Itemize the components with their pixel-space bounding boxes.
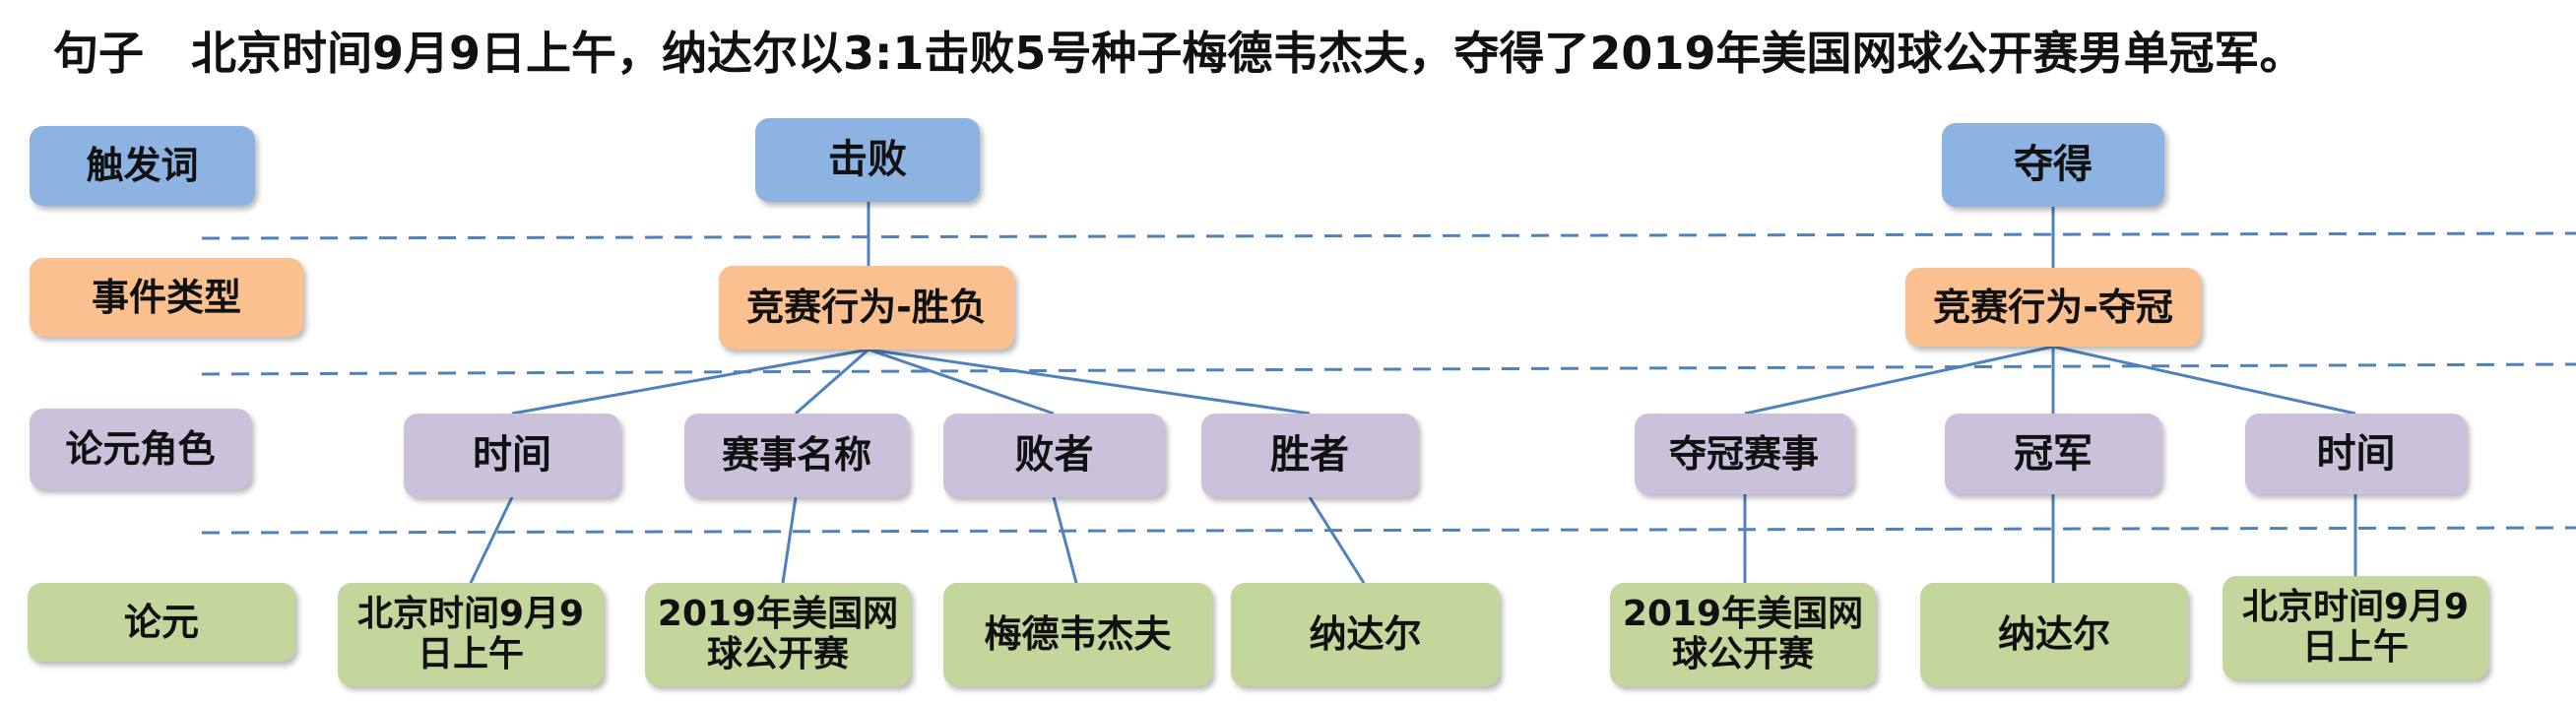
edge-type1-role-winner [868, 348, 1311, 416]
edge-role-winner-arg [1308, 496, 1366, 584]
edge-role-event-arg [781, 496, 798, 584]
sentence-text: 北京时间9月9日上午，纳达尔以3:1击败5号种子梅德韦杰夫，夺得了2019年美国… [191, 27, 2305, 80]
argument-box-winner: 纳达尔 [1231, 583, 1500, 686]
sentence-row: 句子北京时间9月9日上午，纳达尔以3:1击败5号种子梅德韦杰夫，夺得了2019年… [53, 18, 2304, 83]
edge-type2-role-event [1744, 345, 2054, 416]
sentence-label: 句子 [53, 27, 144, 80]
edge-type1-role-time [511, 348, 869, 416]
argument-box-loser: 梅德韦杰夫 [943, 583, 1212, 686]
legend-event-type: 事件类型 [30, 258, 303, 337]
separator-type-role [201, 362, 2576, 376]
legend-argument-role: 论元角色 [30, 409, 251, 489]
edge-role-loser-arg [1052, 496, 1078, 584]
edge-type2-role-time [2052, 345, 2356, 416]
legend-argument: 论元 [28, 583, 295, 662]
legend-trigger: 触发词 [30, 126, 255, 206]
edge-type1-role-loser [868, 348, 1055, 416]
edge-role-time-arg [469, 496, 514, 584]
role-box-event-name: 赛事名称 [684, 414, 909, 497]
role-box-championship-event: 夺冠赛事 [1635, 414, 1853, 494]
role-box-time: 时间 [404, 414, 620, 497]
trigger-box-win: 夺得 [1942, 123, 2164, 207]
role-box-time-2: 时间 [2245, 414, 2467, 494]
role-box-winner: 胜者 [1201, 414, 1418, 497]
argument-box-time-2: 北京时间9月9日上午 [2222, 576, 2488, 679]
argument-box-championship-event: 2019年美国网球公开赛 [1610, 583, 1876, 686]
role-box-loser: 败者 [943, 414, 1165, 497]
separator-trigger-type [201, 231, 2576, 240]
event-type-box-win-lose: 竞赛行为-胜负 [719, 266, 1014, 350]
argument-box-champion: 纳达尔 [1920, 583, 2188, 686]
event-type-box-championship: 竞赛行为-夺冠 [1905, 268, 2201, 347]
argument-box-time: 北京时间9月9日上午 [338, 583, 604, 686]
edge-type1-role-event [795, 348, 869, 416]
trigger-box-defeat: 击败 [755, 118, 980, 202]
separator-role-argument [201, 526, 2576, 535]
role-box-champion: 冠军 [1945, 414, 2161, 494]
argument-box-event-name: 2019年美国网球公开赛 [645, 583, 911, 686]
